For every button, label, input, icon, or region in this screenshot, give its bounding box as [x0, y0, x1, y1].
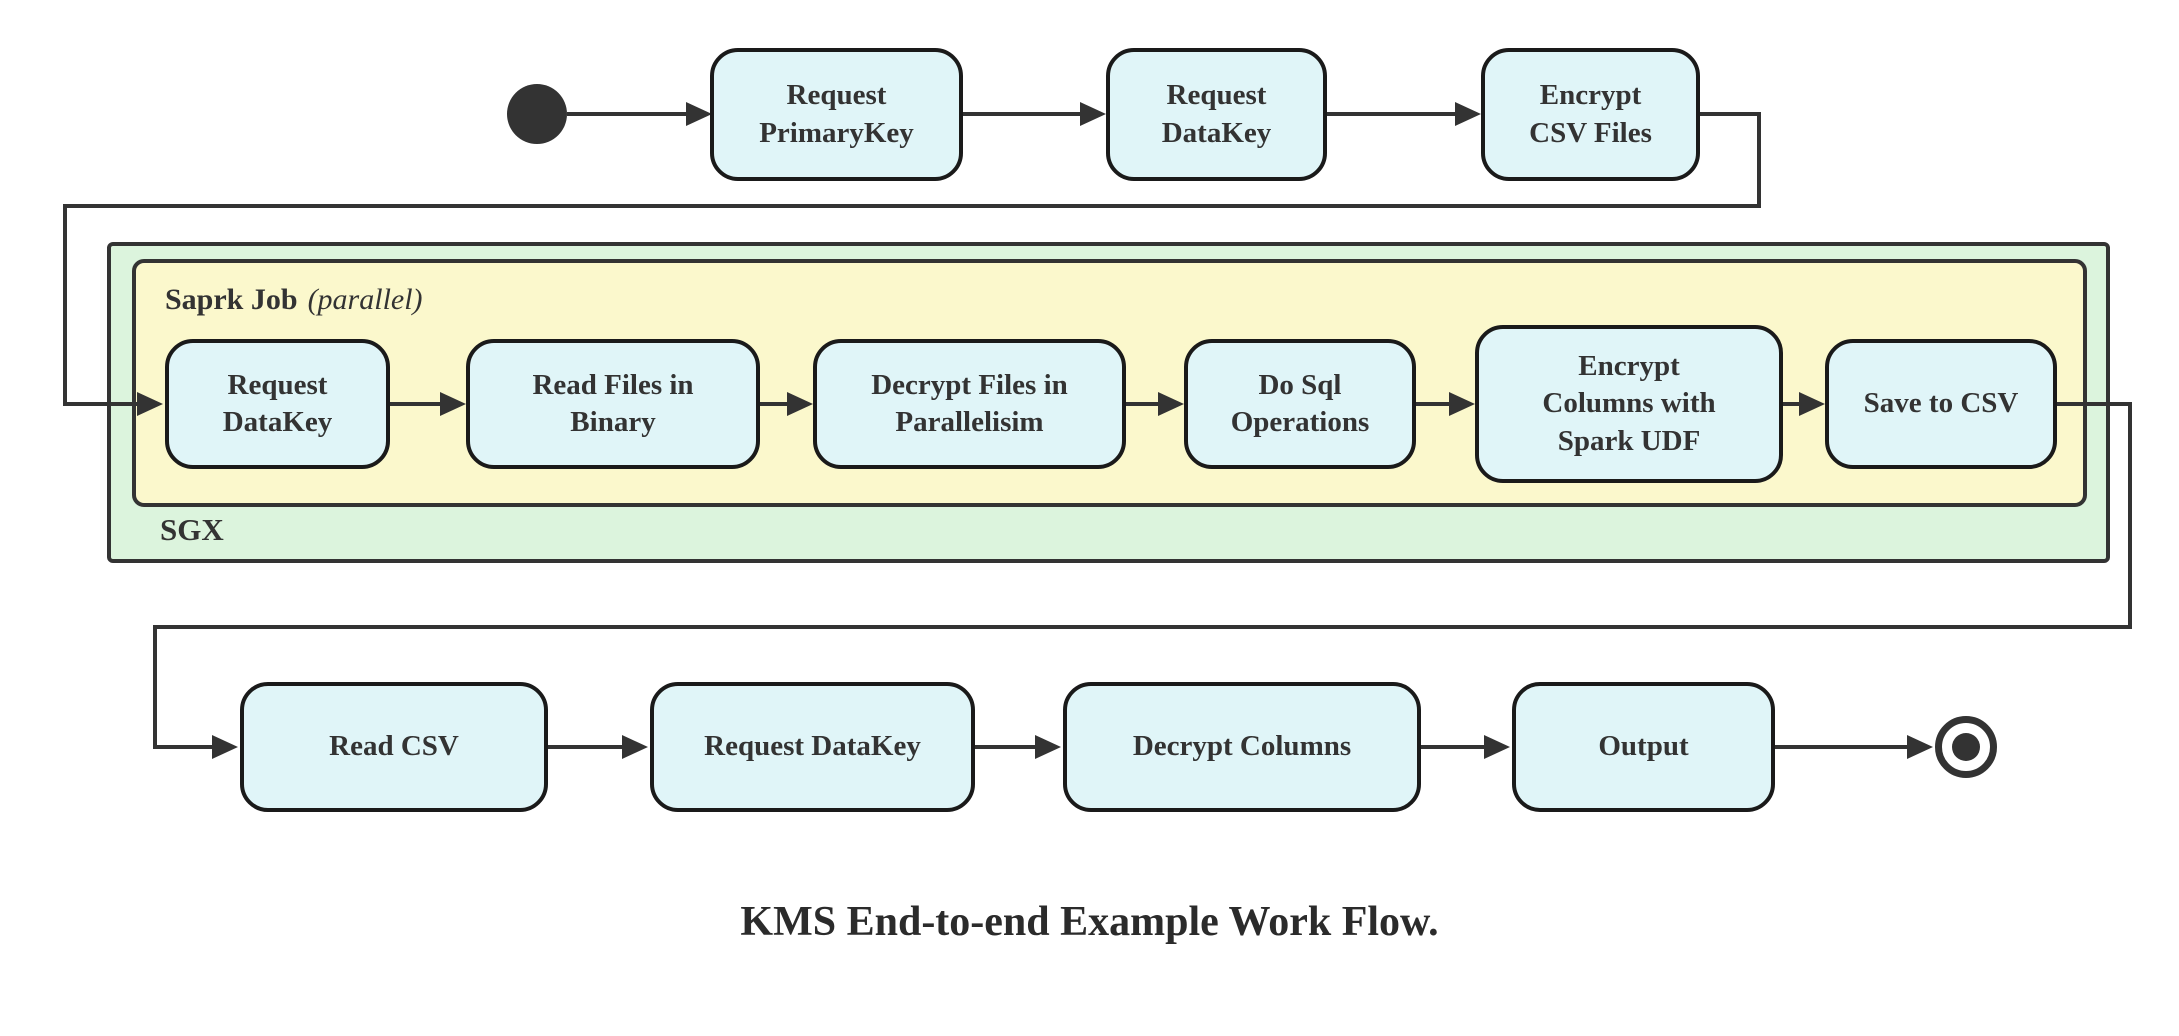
edge-save-csv-exit-segment-3 — [153, 625, 2132, 629]
arrowhead-sgx-request-datakey — [137, 392, 163, 416]
edge-do-sql-to-encrypt-columns — [1416, 402, 1453, 406]
final-state-node — [1935, 716, 1997, 778]
arrowhead-output — [1484, 735, 1510, 759]
final-state-dot — [1952, 733, 1980, 761]
edge-start-to-request-primarykey — [567, 112, 688, 116]
state-request-datakey-bottom: Request DataKey — [650, 682, 975, 812]
arrowhead-request-primarykey — [686, 102, 712, 126]
edge-encrypt-csv-exit-segment-1 — [1700, 112, 1761, 116]
state-request-datakey-top: Request DataKey — [1106, 48, 1327, 181]
edge-request-datakey-to-encrypt-csv — [1327, 112, 1459, 116]
edge-save-csv-exit-segment-1 — [2057, 402, 2132, 406]
state-read-csv: Read CSV — [240, 682, 548, 812]
spark-job-label: Saprk Job (parallel) — [165, 283, 423, 317]
spark-job-parallel-modifier: (parallel) — [307, 283, 423, 316]
edge-save-csv-exit-segment-2 — [2128, 402, 2132, 629]
arrowhead-encrypt-columns — [1449, 392, 1475, 416]
state-save-to-csv: Save to CSV — [1825, 339, 2057, 469]
arrowhead-encrypt-csv — [1455, 102, 1481, 126]
state-read-files-in-binary: Read Files in Binary — [466, 339, 760, 469]
arrowhead-decrypt-files — [787, 392, 813, 416]
edge-encrypt-csv-exit-segment-4 — [63, 204, 67, 406]
edge-decrypt-files-to-do-sql — [1126, 402, 1162, 406]
edge-request-datakey-to-decrypt-columns — [975, 745, 1037, 749]
edge-encrypt-csv-exit-segment-5 — [63, 402, 141, 406]
diagram-caption: KMS End-to-end Example Work Flow. — [740, 899, 1439, 945]
spark-job-title: Saprk Job — [165, 283, 298, 316]
arrowhead-read-csv — [212, 735, 238, 759]
state-decrypt-columns: Decrypt Columns — [1063, 682, 1421, 812]
edge-save-csv-exit-segment-4 — [153, 625, 157, 749]
state-output: Output — [1512, 682, 1775, 812]
arrowhead-final-state — [1907, 735, 1933, 759]
edge-decrypt-columns-to-output — [1421, 745, 1486, 749]
edge-encrypt-csv-exit-segment-2 — [1757, 112, 1761, 208]
edge-encrypt-csv-exit-segment-3 — [63, 204, 1761, 208]
arrowhead-request-datakey — [1080, 102, 1106, 126]
state-encrypt-columns-with-spark-udf: Encrypt Columns with Spark UDF — [1475, 325, 1783, 483]
edge-read-csv-to-request-datakey — [548, 745, 626, 749]
state-decrypt-files-in-parallelisim: Decrypt Files in Parallelisim — [813, 339, 1126, 469]
edge-save-csv-exit-segment-5 — [153, 745, 214, 749]
state-do-sql-operations: Do Sql Operations — [1184, 339, 1416, 469]
initial-state-node — [507, 84, 567, 144]
edge-request-primarykey-to-request-datakey — [963, 112, 1082, 116]
edge-read-files-to-decrypt-files — [760, 402, 791, 406]
edge-sgx-datakey-to-read-files — [390, 402, 444, 406]
sgx-label: SGX — [160, 512, 224, 547]
state-encrypt-csv-files: Encrypt CSV Files — [1481, 48, 1700, 181]
edge-output-to-final — [1775, 745, 1909, 749]
state-request-primarykey: Request PrimaryKey — [710, 48, 963, 181]
arrowhead-decrypt-columns — [1035, 735, 1061, 759]
arrowhead-bottom-request-datakey — [622, 735, 648, 759]
arrowhead-do-sql — [1158, 392, 1184, 416]
edge-encrypt-columns-to-save-csv — [1783, 402, 1803, 406]
arrowhead-save-csv — [1799, 392, 1825, 416]
state-sgx-request-datakey: Request DataKey — [165, 339, 390, 469]
arrowhead-read-files — [440, 392, 466, 416]
